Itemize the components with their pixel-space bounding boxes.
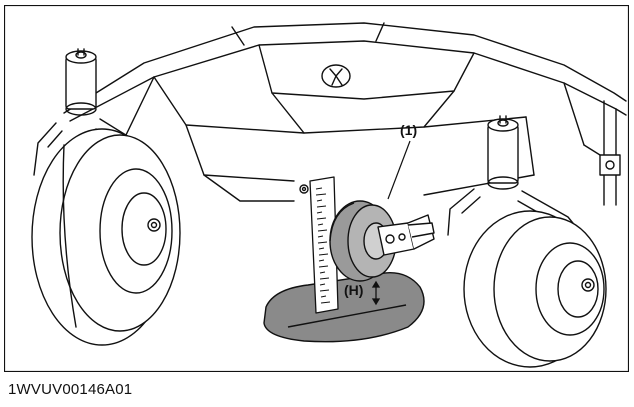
deck-bolt-icon [299,184,309,194]
figure-caption: 1WVUV00146A01 [8,381,133,398]
right-caster-wheel [463,210,607,368]
gauge-wheel-bracket [377,214,435,256]
callout-h-label: (H) [344,282,363,298]
mower-deck-diagram: (1) (H) [4,5,629,372]
callout-1-label: (1) [400,122,417,138]
left-caster-wheel [31,128,181,346]
callout-1-leader [387,140,411,200]
deck-right-bracket [583,100,621,206]
measuring-ruler [309,176,339,314]
mower-deck [63,22,627,202]
brand-emblem-icon [321,64,351,88]
ground-reference-line [287,304,407,328]
left-pivot-post [65,48,97,116]
height-arrow-icon [371,280,381,306]
right-pivot-post [487,115,519,190]
